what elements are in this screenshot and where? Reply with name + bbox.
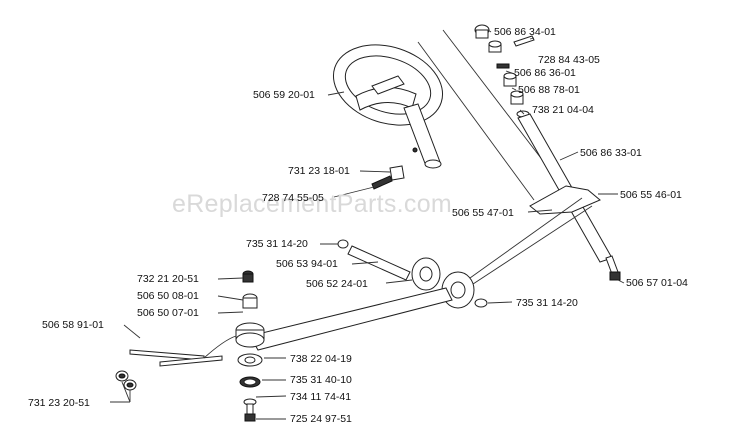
drag-link — [249, 287, 453, 351]
upper-bushing-stack — [474, 24, 530, 118]
part-label: 506 52 24-01 — [306, 278, 368, 290]
tie-rods — [129, 335, 237, 367]
part-label: 506 88 78-01 — [518, 84, 580, 96]
part-label: 506 86 33-01 — [580, 147, 642, 159]
part-label: 506 55 47-01 — [452, 207, 514, 219]
part-label: 731 23 20-51 — [28, 397, 90, 409]
e-clip — [474, 298, 488, 308]
pulley-left — [411, 257, 441, 291]
part-label: 731 23 18-01 — [288, 165, 350, 177]
part-label: 734 11 74-41 — [290, 391, 352, 403]
chain — [469, 197, 583, 279]
axle-shaft — [347, 245, 411, 281]
part-label: 735 31 40-10 — [290, 374, 352, 386]
watermark: eReplacementParts.com — [172, 190, 453, 218]
tie-rod-nuts — [115, 370, 137, 391]
part-label: 506 86 34-01 — [494, 26, 556, 38]
explosion-line — [417, 41, 535, 201]
explosion-line — [442, 29, 551, 171]
part-label: 506 50 07-01 — [137, 307, 199, 319]
part-label: 506 59 20-01 — [253, 89, 315, 101]
part-label: 732 21 20-51 — [137, 273, 199, 285]
chain — [469, 205, 593, 287]
shaft-bolt — [605, 255, 621, 281]
part-label: 728 84 43-05 — [538, 54, 600, 66]
roll-pin — [513, 35, 535, 47]
wheel-screw — [371, 165, 405, 190]
part-label: 725 24 97-51 — [290, 413, 352, 425]
part-label: 506 86 36-01 — [514, 67, 576, 79]
part-label: 738 21 04-04 — [532, 104, 594, 116]
gear-bracket — [529, 185, 601, 215]
part-label: 738 22 04-19 — [290, 353, 352, 365]
leader-lines — [110, 29, 625, 420]
pivot-stack — [235, 270, 265, 422]
part-label: 506 55 46-01 — [620, 189, 682, 201]
part-label: 735 31 14-20 — [246, 238, 308, 250]
part-label: 506 58 91-01 — [42, 319, 104, 331]
part-label: 728 74 55-05 — [262, 192, 324, 204]
part-label: 506 57 01-04 — [626, 277, 688, 289]
part-label: 735 31 14-20 — [516, 297, 578, 309]
part-label: 506 53 94-01 — [276, 258, 338, 270]
part-label: 506 50 08-01 — [137, 290, 199, 302]
e-clip — [337, 239, 349, 249]
steering-wheel — [332, 44, 444, 169]
